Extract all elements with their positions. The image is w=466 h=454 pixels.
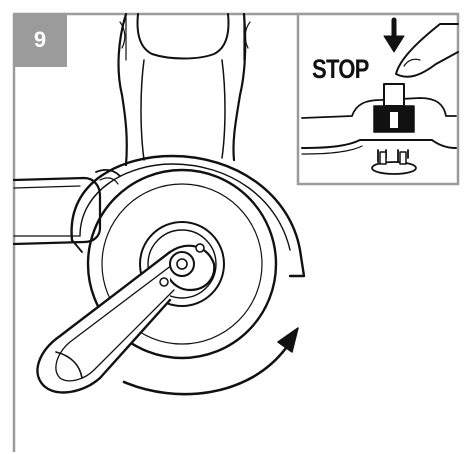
stop-label: STOP: [312, 54, 369, 84]
step-number-badge: 9: [13, 13, 67, 67]
wheel-guard: [70, 154, 306, 278]
grinding-wheel: [86, 168, 278, 360]
pin-spanner-tool: [36, 243, 216, 394]
flange-nut: [139, 221, 225, 307]
angle-grinder-illustration: [12, 12, 306, 396]
curved-arrow-clockwise-icon: [122, 327, 299, 396]
finger-pressing-spindle-lock-icon: [395, 23, 459, 78]
stop-inset: [296, 12, 460, 186]
grinder-gearhead: [117, 12, 128, 167]
